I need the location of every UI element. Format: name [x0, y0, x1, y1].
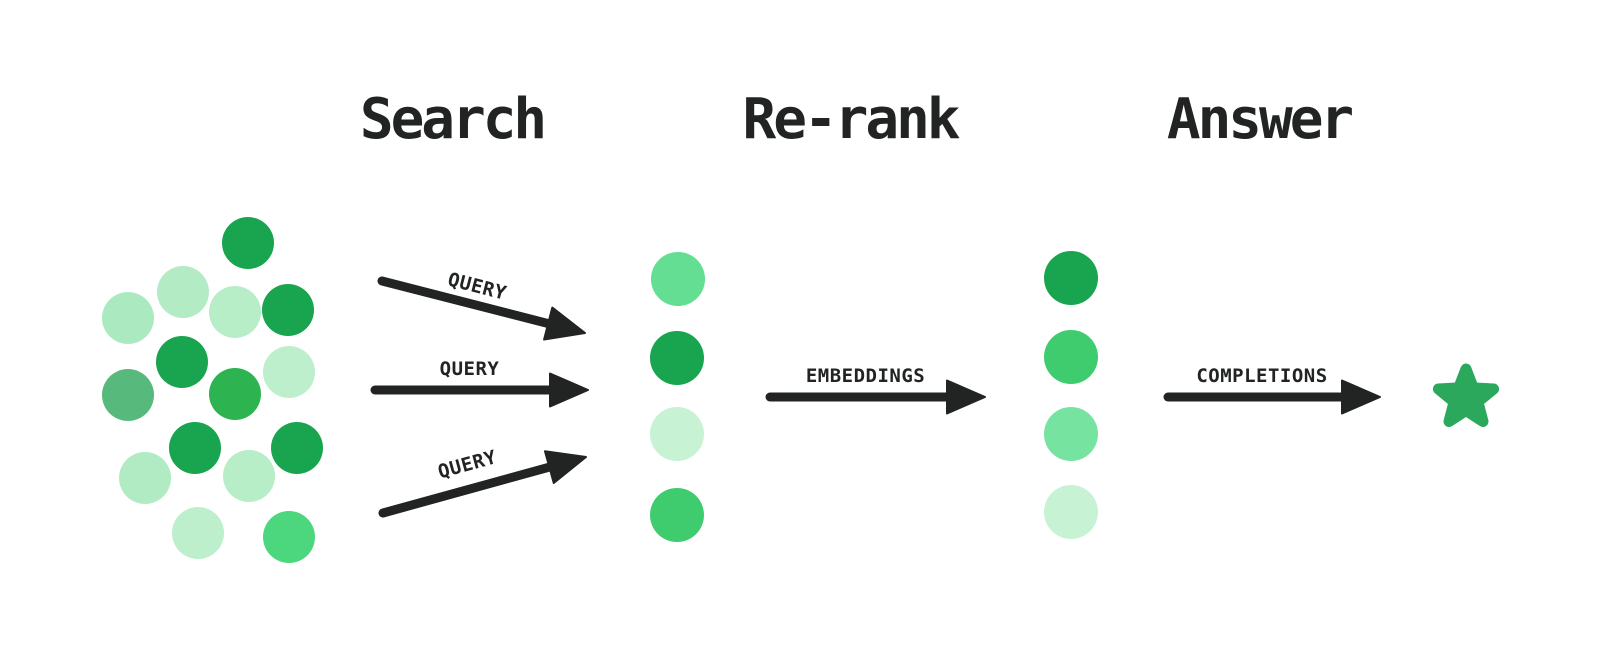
reranked-dot: [1044, 251, 1098, 305]
document-dot: [263, 346, 315, 398]
arrow-head-icon: [1341, 379, 1381, 415]
document-dot: [156, 336, 208, 388]
reranked-dot: [1044, 407, 1098, 461]
document-dot: [157, 266, 209, 318]
document-dot: [119, 452, 171, 504]
search-result-dot: [650, 488, 704, 542]
arrow-label: QUERY: [440, 358, 500, 380]
search-result-dot: [651, 252, 705, 306]
arrow-head-icon: [543, 450, 587, 485]
stage-title-rerank: Re-rank: [742, 87, 960, 152]
arrow-head-icon: [543, 306, 586, 341]
document-dot: [102, 292, 154, 344]
stage-title-answer: Answer: [1166, 87, 1354, 152]
document-dot: [169, 422, 221, 474]
arrow-label: EMBEDDINGS: [806, 365, 925, 387]
arrow-head-icon: [549, 372, 589, 408]
query-arrow-3: QUERY: [378, 446, 587, 518]
document-dot: [222, 217, 274, 269]
answer-star-icon: [1432, 363, 1500, 427]
reranked-dot: [1044, 485, 1098, 539]
completions-arrow-5: COMPLETIONS: [1163, 365, 1381, 415]
document-dot: [263, 511, 315, 563]
arrow-label: COMPLETIONS: [1196, 365, 1327, 387]
document-dot: [172, 507, 224, 559]
document-dot: [209, 368, 261, 420]
search-result-dot: [650, 331, 704, 385]
arrow-shaft: [377, 276, 557, 330]
embeddings-arrow-4: EMBEDDINGS: [765, 365, 986, 415]
reranked-dot: [1044, 330, 1098, 384]
query-arrow-2: QUERY: [370, 358, 589, 408]
arrow-label: QUERY: [436, 446, 499, 483]
document-dot: [102, 369, 154, 421]
document-dot: [223, 450, 275, 502]
document-dot: [271, 422, 323, 474]
document-dot: [209, 286, 261, 338]
document-dot: [262, 284, 314, 336]
stage-title-search: Search: [359, 87, 547, 152]
search-result-dot: [650, 407, 704, 461]
query-arrow-1: QUERY: [377, 269, 586, 341]
arrow-head-icon: [946, 379, 986, 415]
arrow-shaft: [378, 461, 558, 518]
